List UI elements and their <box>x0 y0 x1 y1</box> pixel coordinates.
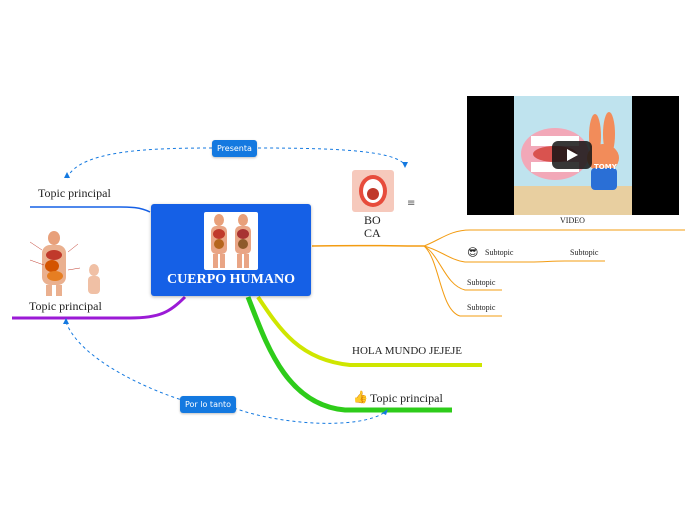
subtopic-child[interactable]: Subtopic <box>570 248 599 257</box>
central-topic-title: CUERPO HUMANO <box>167 272 295 287</box>
subtopic-3[interactable]: Subtopic <box>467 303 496 312</box>
relationship-por-lo-tanto <box>65 321 386 424</box>
video-character-text: TOMY <box>594 163 617 171</box>
branch-subtopic-3 <box>423 245 502 317</box>
relationship-presenta-start <box>64 172 70 178</box>
topic-hola-mundo[interactable]: HOLA MUNDO JEJEJE <box>352 345 462 357</box>
note-icon[interactable]: ≡ <box>407 198 416 209</box>
subtopic-emoji[interactable]: Subtopic <box>485 248 514 257</box>
branch-topic-principal-2 <box>12 295 187 320</box>
relationship-por-lo-tanto-start <box>63 318 69 324</box>
relationship-presenta <box>66 147 406 179</box>
mouth-icon <box>352 170 394 212</box>
relationship-por-lo-tanto-arrow <box>382 409 388 415</box>
subtopic-2[interactable]: Subtopic <box>467 278 496 287</box>
branch-subtopic-2 <box>423 245 502 291</box>
branch-video <box>423 229 685 247</box>
topic-principal-2[interactable]: Topic principal <box>29 299 102 313</box>
sunglasses-emoji-icon: 😎 <box>467 246 479 259</box>
boca-label-line1[interactable]: BO <box>364 213 381 227</box>
human-anatomy-torsos-icon <box>204 212 258 270</box>
relationship-presenta-arrow <box>402 162 408 168</box>
video-label[interactable]: VIDEO <box>560 216 585 225</box>
topic-principal-3[interactable]: Topic principal <box>370 391 443 405</box>
video-thumbnail[interactable]: TOMY <box>467 96 679 215</box>
branch-subtopic-emoji <box>423 245 605 263</box>
topic-principal-1[interactable]: Topic principal <box>38 186 111 200</box>
relationship-label-presenta[interactable]: Presenta <box>212 140 257 157</box>
play-icon[interactable] <box>552 141 592 169</box>
branch-hola <box>256 295 482 367</box>
digestive-system-illustration <box>22 230 106 296</box>
thumbs-up-emoji-icon: 👍 <box>353 390 368 404</box>
central-topic[interactable]: CUERPO HUMANO <box>151 204 311 296</box>
relationship-label-por-lo-tanto[interactable]: Por lo tanto <box>180 396 237 413</box>
branch-topic-principal-1 <box>30 206 151 213</box>
boca-label-line2[interactable]: CA <box>364 226 381 240</box>
branch-topic-principal-3 <box>245 296 452 413</box>
